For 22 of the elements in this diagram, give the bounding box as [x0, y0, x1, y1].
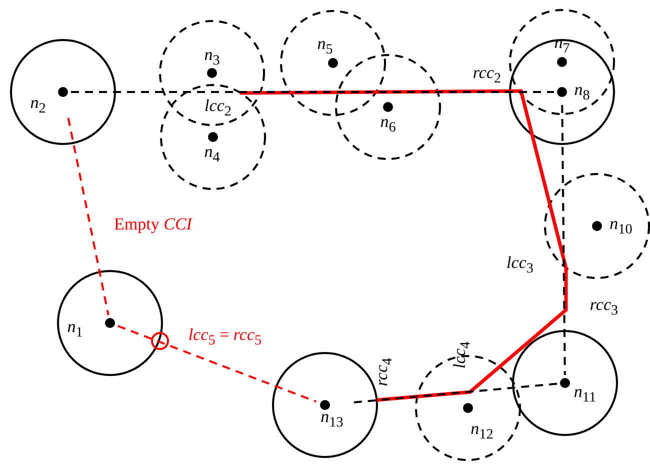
- node-label: n$_{1}$: [67, 318, 83, 340]
- node-label: n$_{13}$: [320, 408, 344, 430]
- node-label: n$_{2}$: [30, 94, 46, 116]
- node-label: n$_{4}$: [204, 143, 220, 165]
- connector-line: [118, 325, 316, 403]
- path-label: Empty CCI: [114, 216, 192, 232]
- path-label: lcc$_{2}$: [204, 97, 232, 119]
- node-label: n$_{11}$: [574, 383, 596, 405]
- node-label: n$_{6}$: [380, 113, 396, 135]
- path-label: lcc$_{5}$ = rcc$_{5}$: [188, 326, 262, 348]
- node-label: n$_{12}$: [470, 420, 494, 442]
- path-label: lcc$_{3}$: [506, 254, 534, 276]
- connector-line: [561, 104, 566, 376]
- sensor-node: [318, 399, 346, 430]
- node-label: n$_{10}$: [610, 215, 632, 237]
- node-label: n$_{3}$: [204, 46, 220, 68]
- path-label: rcc$_{3}$: [590, 296, 618, 318]
- node-label: n$_{5}$: [317, 35, 333, 57]
- path-label: rcc$_{2}$: [472, 64, 502, 86]
- node-label: n$_{8}$: [574, 81, 590, 103]
- connector-line: [67, 118, 110, 316]
- connector-line: [71, 91, 554, 93]
